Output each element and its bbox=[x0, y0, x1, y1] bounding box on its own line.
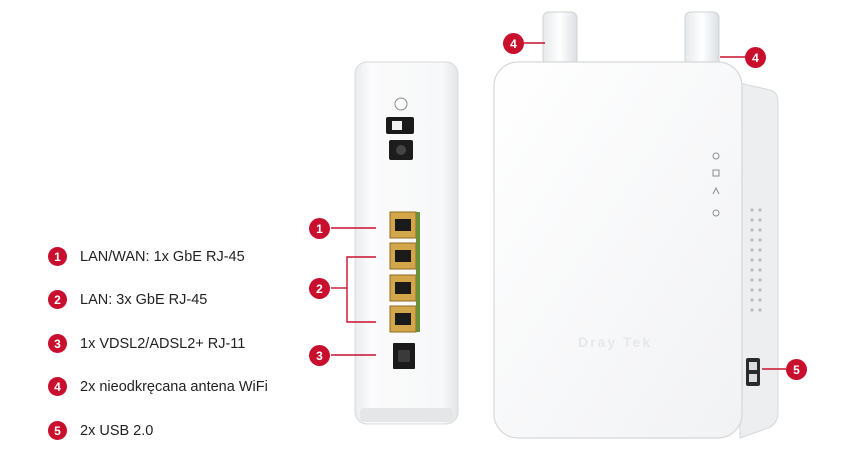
legend-text: LAN/WAN: 1x GbE RJ-45 bbox=[80, 248, 245, 265]
callout-lan: 2 bbox=[309, 278, 330, 299]
legend-text: 2x USB 2.0 bbox=[80, 422, 154, 439]
reset-button-icon bbox=[394, 97, 408, 111]
router-side-view bbox=[354, 61, 459, 425]
legend-text: 1x VDSL2/ADSL2+ RJ-11 bbox=[80, 335, 246, 352]
legend-item-dsl: 3 1x VDSL2/ADSL2+ RJ-11 bbox=[48, 334, 245, 353]
legend-badge: 3 bbox=[48, 334, 67, 353]
callout-dsl: 3 bbox=[309, 345, 330, 366]
status-led-icons bbox=[712, 152, 720, 217]
legend-badge: 1 bbox=[48, 247, 67, 266]
callout-lan-wan: 1 bbox=[309, 218, 330, 239]
legend-item-antenna: 4 2x nieodkręcana antena WiFi bbox=[48, 377, 268, 396]
legend-badge: 4 bbox=[48, 377, 67, 396]
callout-usb: 5 bbox=[786, 359, 807, 380]
callout-lines bbox=[331, 42, 786, 370]
brand-logo: Dray Tek bbox=[578, 334, 653, 350]
callout-antenna-left: 4 bbox=[503, 33, 524, 54]
legend-text: LAN: 3x GbE RJ-45 bbox=[80, 291, 208, 308]
legend-item-lan-wan: 1 LAN/WAN: 1x GbE RJ-45 bbox=[48, 247, 245, 266]
legend-badge: 2 bbox=[48, 290, 67, 309]
legend-item-usb: 5 2x USB 2.0 bbox=[48, 421, 153, 440]
ethernet-ports bbox=[389, 211, 420, 333]
vent-grille bbox=[750, 208, 762, 312]
router-front-view bbox=[493, 11, 779, 439]
legend-badge: 5 bbox=[48, 421, 67, 440]
legend-text: 2x nieodkręcana antena WiFi bbox=[80, 378, 268, 395]
legend-item-lan: 2 LAN: 3x GbE RJ-45 bbox=[48, 290, 207, 309]
callout-antenna-right: 4 bbox=[745, 47, 766, 68]
